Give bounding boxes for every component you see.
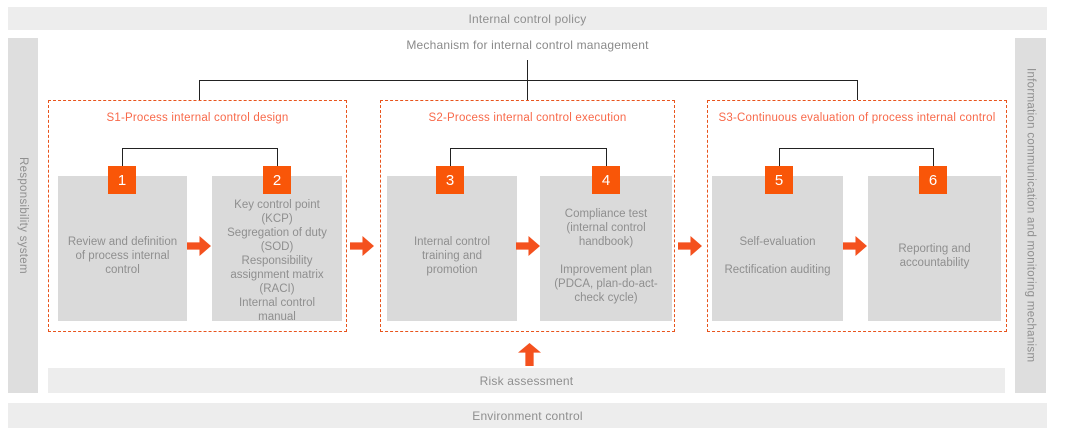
step-5-text-1: Self-evaluation [739,235,816,248]
step-number-4: 4 [592,166,620,194]
step-number-5: 5 [765,166,793,194]
step-2-text-1: Key control point (KCP) [234,199,320,225]
arrow-risk-to-s2-icon [518,343,541,366]
step-2-text-2: Segregation of duty (SOD) [227,227,327,253]
step-4-text-2: Improvement plan (PDCA, plan-do-act-chec… [554,263,658,304]
step-box-4: Compliance test (internal control handbo… [540,176,672,321]
section-s3: S3-Continuous evaluation of process inte… [707,100,1007,332]
mechanism-heading: Mechanism for internal control managemen… [406,38,649,52]
step-4-text-1: Compliance test (internal control handbo… [564,207,648,248]
s1-bracket [122,148,278,149]
information-communication-label: Information communication and monitoring… [1024,68,1037,363]
connector-drop-s2 [527,80,528,100]
environment-control-label: Environment control [472,408,583,423]
s2-bracket-drop-1 [450,148,451,166]
step-box-2: Key control point (KCP) Segregation of d… [212,176,342,323]
step-box-5: Self-evaluation Rectification auditing [712,176,843,321]
risk-assessment-label: Risk assessment [479,373,574,388]
connector-stem [527,60,528,80]
s3-bracket [779,148,934,149]
connector-drop-s3 [857,80,858,100]
risk-assessment-bar: Risk assessment [48,368,1005,393]
connector-crossbar [199,80,858,81]
step-number-6: 6 [919,166,947,194]
s2-bracket-drop-2 [606,148,607,166]
connector-drop-s1 [199,80,200,100]
arrow-s1-s2-icon [350,236,374,256]
step-3-text: Internal control training and promotion [413,235,491,276]
section-s1: S1-Process internal control design [48,100,347,332]
section-s1-title: S1-Process internal control design [106,112,289,124]
step-5-text-2: Rectification auditing [724,263,831,276]
step-number-1: 1 [108,166,136,194]
s3-bracket-drop-1 [779,148,780,166]
s3-bracket-drop-2 [933,148,934,166]
step-1-text: Review and definition of process interna… [67,235,178,276]
section-s2-title: S2-Process internal control execution [428,112,627,124]
responsibility-system-label: Responsibility system [17,157,29,274]
step-2-text-4: Internal control manual [238,297,316,323]
environment-control-bar: Environment control [8,403,1047,428]
arrow-s2-s3-icon [678,236,702,256]
step-2-text-3: Responsibility assignment matrix (RACI) [230,255,324,295]
step-number-2: 2 [263,166,291,194]
s1-bracket-drop-2 [277,148,278,166]
section-s3-title: S3-Continuous evaluation of process inte… [718,112,996,124]
step-box-6: Reporting and accountability [868,176,1001,321]
step-box-3: Internal control training and promotion [387,176,517,321]
s1-bracket-drop-1 [122,148,123,166]
step-6-text: Reporting and accountability [898,242,971,269]
section-s2: S2-Process internal control execution [380,100,675,332]
responsibility-system-bar: Responsibility system [8,38,38,393]
step-number-3: 3 [436,166,464,194]
s2-bracket [450,148,607,149]
internal-control-policy-bar: Internal control policy [8,7,1047,30]
information-communication-bar: Information communication and monitoring… [1015,38,1046,393]
step-box-1: Review and definition of process interna… [58,176,187,321]
internal-control-policy-label: Internal control policy [468,11,587,26]
